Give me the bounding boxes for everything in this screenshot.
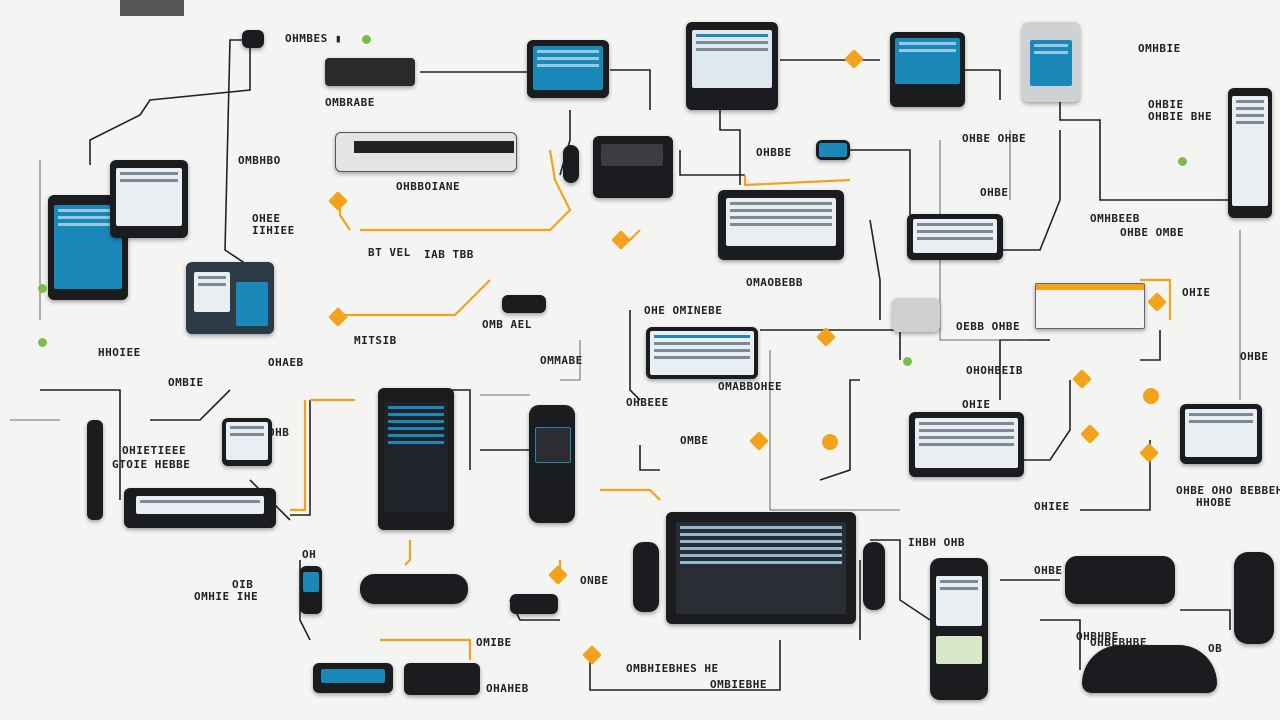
label-left-col-2: OHAEB	[268, 356, 304, 369]
label-center-8: ONBE	[580, 574, 609, 587]
screen-left-small	[222, 418, 272, 466]
label-left-bottom-2: GTOIE HEBBE	[112, 458, 191, 471]
label-right-20: OB	[1208, 642, 1223, 655]
central-hub-tablet	[666, 512, 856, 624]
hub-handle-left	[633, 542, 659, 612]
label-right-1: OMHBIE	[1138, 42, 1181, 55]
remote-control	[563, 145, 579, 183]
monitor-top	[686, 22, 778, 110]
label-center-left-1: BT VEL	[368, 246, 411, 259]
label-right-8: OHIE	[1182, 286, 1211, 299]
label-right-6: OMHBEEB	[1090, 212, 1140, 225]
orange-round-node-2	[1143, 388, 1159, 404]
label-right-7: OHBE OMBE	[1120, 226, 1185, 239]
status-node-2	[38, 284, 47, 293]
usb-bottom	[510, 594, 558, 614]
printer-left	[124, 488, 276, 528]
status-node-4	[903, 357, 912, 366]
label-left-card-2: IIHIEE	[252, 224, 295, 237]
orange-round-node-1	[822, 434, 838, 450]
label-center-5: OMABBOHEE	[718, 380, 783, 393]
label-left-mid-2: OHBBOIANE	[396, 180, 461, 193]
label-center-3: OHE OMINEBE	[644, 304, 723, 317]
label-left-col-1: HHOIEE	[98, 346, 141, 359]
label-left-small-3: OMHIE IHE	[194, 590, 259, 603]
label-left-card-1: OHEE	[252, 212, 281, 225]
label-top-left-1: OHMBES ▮	[285, 32, 342, 45]
monitor-right-mid	[909, 412, 1024, 477]
monitor-center	[718, 190, 844, 260]
reader-bottom-left	[313, 663, 393, 693]
status-node-3	[38, 338, 47, 347]
label-center-bottom: OMBHIEBHES HE	[626, 662, 719, 675]
label-right-10: OHOHBEIB	[966, 364, 1023, 377]
label-right-19: OHBEBHBE	[1090, 636, 1147, 649]
label-center-1: OHBBE	[756, 146, 792, 159]
label-right-5: OHBE	[980, 186, 1009, 199]
app-window-center	[646, 327, 758, 379]
phone-center	[529, 405, 575, 523]
tablet-2	[890, 32, 965, 107]
phone-bottom-right	[930, 558, 988, 700]
handheld-device	[360, 574, 468, 604]
label-right-16: OHBHBE	[1076, 630, 1119, 643]
label-left-tiny: OH	[302, 548, 317, 561]
pos-terminal-left	[186, 262, 274, 334]
label-left-small-1: OHB	[268, 426, 290, 439]
printer-small	[892, 298, 940, 332]
label-right-2: OHBIE	[1148, 98, 1184, 111]
phone-right	[1228, 88, 1272, 218]
label-center-bottom-2: OMBIEBHE	[710, 678, 767, 691]
remote-right	[1234, 552, 1274, 644]
speaker-device	[1065, 556, 1175, 604]
usb-dongle	[325, 58, 415, 86]
kiosk-device	[1022, 22, 1080, 102]
status-node-5	[1178, 157, 1187, 166]
label-left-bottom-1: OHIETIEEE	[122, 444, 187, 457]
label-right-15: OHIEE	[1034, 500, 1070, 513]
small-screen-tag	[816, 140, 850, 160]
label-center-6: OHBEEE	[626, 396, 669, 409]
printer-bar	[335, 132, 517, 172]
plug-device	[502, 295, 546, 313]
label-center-2: OMAOBEBB	[746, 276, 803, 289]
button-pad	[404, 663, 480, 695]
label-top-left-2: OMBRABE	[325, 96, 375, 109]
screen-right-edge	[1180, 404, 1262, 464]
label-center-4: OMMABE	[540, 354, 583, 367]
tablet-center-large	[378, 388, 454, 530]
label-center-9: OMIBE	[476, 636, 512, 649]
label-right-17: IHBH OHB	[908, 536, 965, 549]
label-right-4: OHBE OHBE	[962, 132, 1027, 145]
top-left-bar	[120, 0, 184, 16]
camera-module	[242, 30, 264, 48]
tablet-stack-left-b	[110, 160, 188, 238]
label-center-left-3: MITSIB	[354, 334, 397, 347]
label-right-9: OEBB OHBE	[956, 320, 1021, 333]
panel-left-vertical	[87, 420, 103, 520]
small-phone-left	[300, 566, 322, 614]
label-left-small-2: OIB	[232, 578, 254, 591]
label-right-18: OHBE	[1034, 564, 1063, 577]
label-right-11: OHBE OHO BEBBEH	[1176, 484, 1280, 497]
label-right-12: OHIE	[962, 398, 991, 411]
label-right-14: HHOBE	[1196, 496, 1232, 509]
status-node-1	[362, 35, 371, 44]
label-center-left-2: IAB TBB	[424, 248, 474, 261]
label-left-col-3: OMBIE	[168, 376, 204, 389]
label-center-10: OHAHEB	[486, 682, 529, 695]
label-left-mid-1: OMBHBO	[238, 154, 281, 167]
hub-handle-right	[863, 542, 885, 610]
dashboard-window	[1035, 283, 1145, 329]
label-right-3: OHBIE BHE	[1148, 110, 1213, 123]
router-box	[593, 136, 673, 198]
tablet-1	[527, 40, 609, 98]
label-center-left-4: OMB AEL	[482, 318, 532, 331]
label-center-7: OMBE	[680, 434, 709, 447]
car	[1082, 645, 1217, 693]
laptop-right	[907, 214, 1003, 260]
label-right-13: OHBE	[1240, 350, 1269, 363]
